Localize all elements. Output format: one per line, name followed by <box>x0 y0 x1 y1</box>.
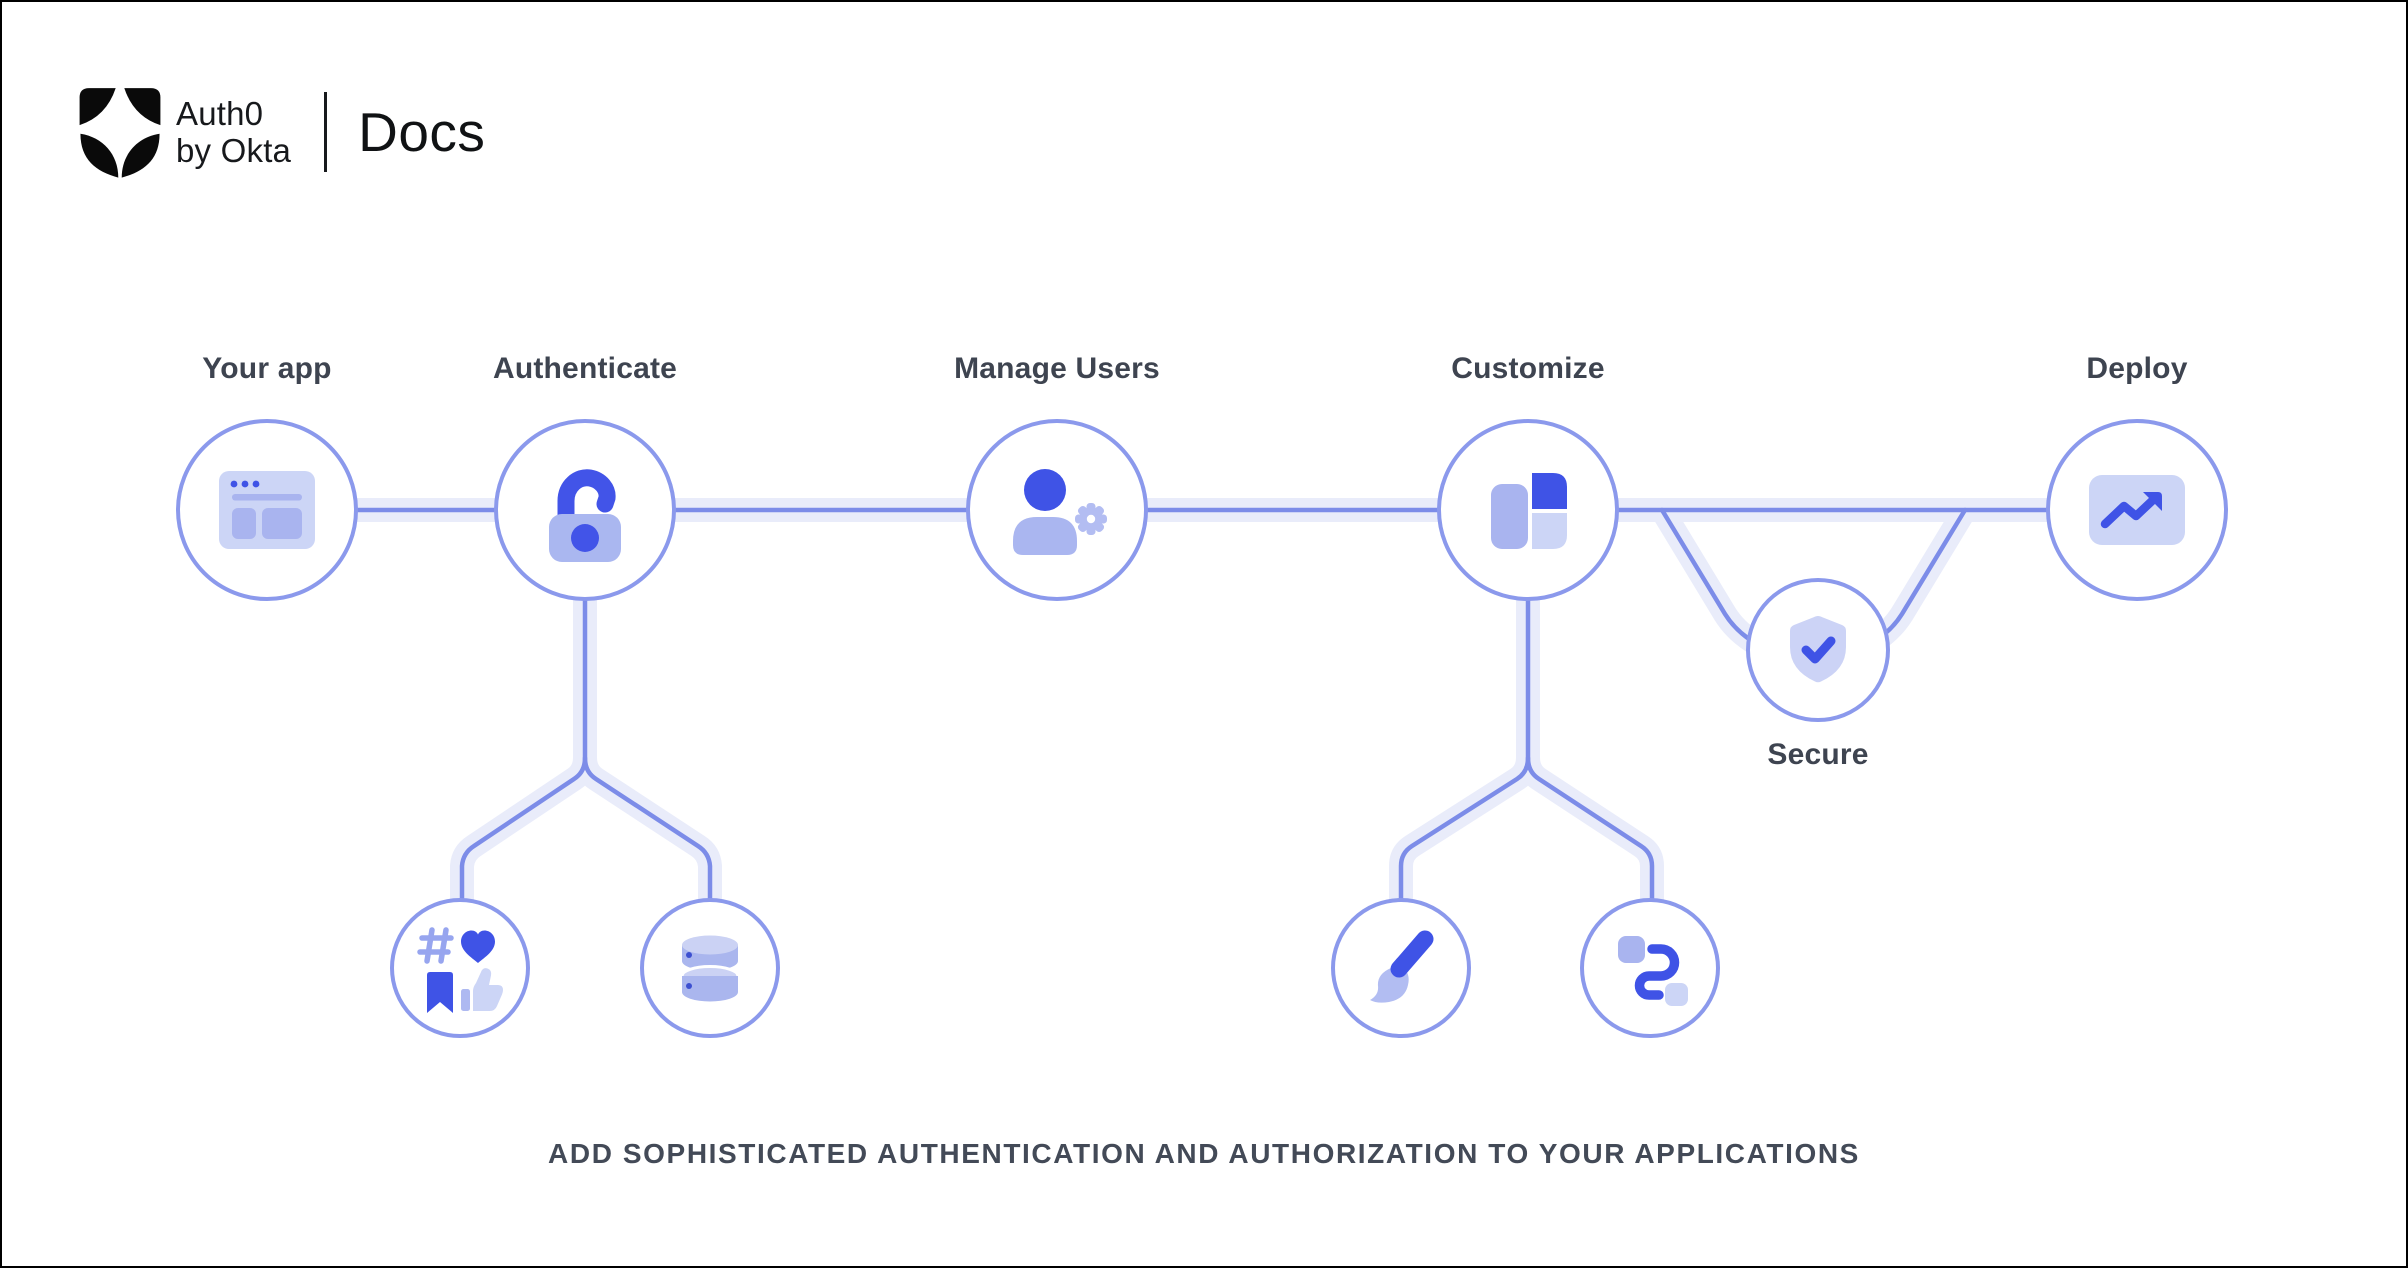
brand-name-top: Auth0 <box>176 95 264 132</box>
auth0-logo[interactable]: Auth0 by Okta Docs <box>77 84 485 180</box>
node-label-authenticate: Authenticate <box>492 352 678 385</box>
auth0-shield-icon <box>79 88 161 178</box>
tagline: ADD SOPHISTICATED AUTHENTICATION AND AUT… <box>548 1138 1860 1169</box>
node-your-app <box>176 419 358 601</box>
connector-authenticate-right <box>582 755 713 933</box>
node-label-deploy: Deploy <box>2086 352 2188 385</box>
connector-customize-left <box>1398 552 1531 933</box>
brand-name-bottom: by Okta <box>176 132 292 169</box>
workflow-icon <box>1618 936 1688 1006</box>
node-label-manage-users: Manage Users <box>954 352 1160 385</box>
docs-wordmark[interactable]: Docs <box>358 101 486 163</box>
browser-window-icon <box>219 471 315 549</box>
node-manage-users <box>966 419 1148 601</box>
node-label-customize: Customize <box>1451 352 1605 385</box>
layout-blocks-icon <box>1491 473 1567 549</box>
subnode-branding <box>1331 898 1471 1038</box>
open-padlock-icon <box>549 469 621 562</box>
node-label-your-app: Your app <box>202 352 332 385</box>
user-gear-icon <box>1013 469 1107 555</box>
subnode-database <box>640 898 780 1038</box>
node-deploy <box>2046 419 2228 601</box>
database-icon <box>680 935 740 1002</box>
logo-divider <box>324 92 328 172</box>
social-engagement-icon <box>417 927 503 1013</box>
node-authenticate <box>494 419 676 601</box>
shield-check-icon <box>1790 616 1846 683</box>
connector-authenticate-left <box>459 552 588 933</box>
connector-customize-right <box>1525 755 1655 933</box>
node-secure <box>1746 578 1890 722</box>
brand-name: Auth0 by Okta <box>176 95 291 169</box>
trend-up-chart-icon <box>2089 475 2185 545</box>
paintbrush-icon <box>1370 930 1434 1003</box>
node-label-secure: Secure <box>1767 738 1869 771</box>
node-customize <box>1437 419 1619 601</box>
subnode-workflow <box>1580 898 1720 1038</box>
subnode-social-login <box>390 898 530 1038</box>
